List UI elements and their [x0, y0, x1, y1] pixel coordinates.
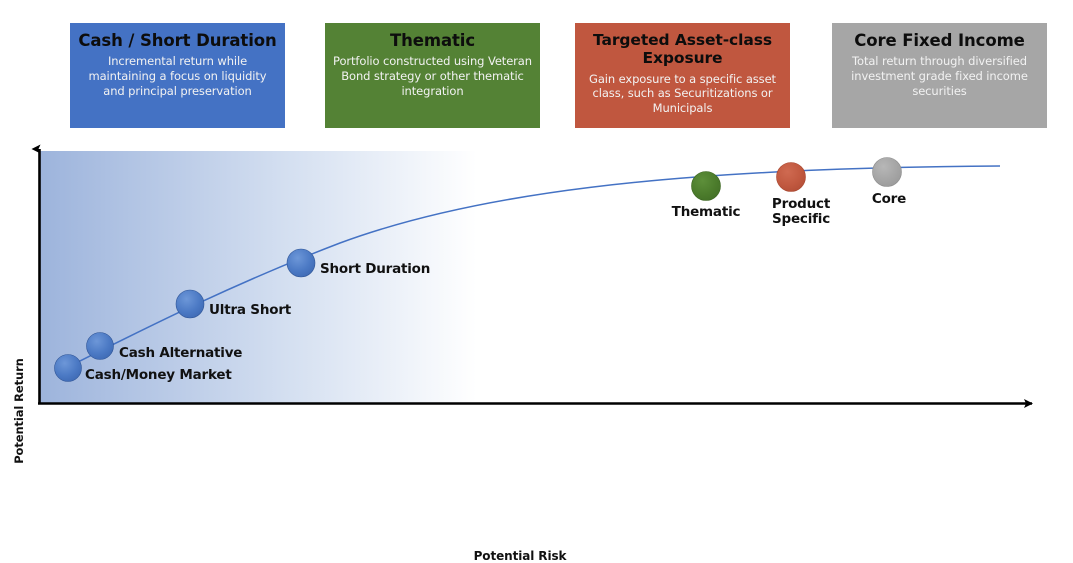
data-label-short-duration: Short Duration	[320, 261, 431, 277]
category-boxes: Cash / Short Duration Incremental return…	[0, 0, 1073, 135]
data-point-cash-alternative[interactable]	[86, 332, 114, 360]
category-description: Portfolio constructed using Veteran Bond…	[333, 54, 532, 98]
category-description: Gain exposure to a specific asset class,…	[589, 71, 776, 115]
category-card-targeted-asset-class-exposure[interactable]: Targeted Asset-class Exposure Gain expos…	[575, 23, 790, 128]
category-title: Targeted Asset-class Exposure	[593, 31, 772, 68]
data-point-short-duration[interactable]	[286, 248, 316, 278]
risk-return-curve	[61, 165, 1001, 371]
y-axis-title: Potential Return	[12, 358, 26, 464]
data-label-ultra-short: Ultra Short	[209, 302, 292, 318]
data-point-thematic[interactable]	[691, 171, 721, 201]
data-label-cash-money-market: Cash/Money Market	[85, 367, 232, 383]
category-card-thematic[interactable]: Thematic Portfolio constructed using Vet…	[325, 23, 540, 128]
category-description: Incremental return while maintaining a f…	[88, 54, 267, 98]
data-point-core[interactable]	[872, 157, 902, 187]
category-title: Thematic	[389, 31, 476, 50]
category-title: Cash / Short Duration	[78, 31, 277, 50]
category-card-cash-short-duration[interactable]: Cash / Short Duration Incremental return…	[70, 23, 285, 128]
category-card-core-fixed-income[interactable]: Core Fixed Income Total return through d…	[832, 23, 1047, 128]
data-label-thematic: Thematic	[671, 204, 741, 220]
category-description: Total return through diversified investm…	[851, 54, 1028, 98]
data-label-cash-alternative: Cash Alternative	[119, 345, 243, 361]
x-axis-title: Potential Risk	[473, 549, 567, 563]
data-label-product-specific: Product Specific	[771, 196, 831, 228]
data-point-ultra-short[interactable]	[175, 289, 205, 319]
gradient-background	[40, 151, 600, 403]
data-point-cash-money-market[interactable]	[54, 354, 82, 382]
risk-return-chart: Cash/Money Market Cash Alternative Ultra…	[0, 135, 1073, 563]
data-point-product-specific[interactable]	[776, 162, 806, 192]
category-title: Core Fixed Income	[854, 31, 1025, 50]
chart-canvas	[31, 144, 1033, 408]
data-label-core: Core	[871, 191, 907, 207]
